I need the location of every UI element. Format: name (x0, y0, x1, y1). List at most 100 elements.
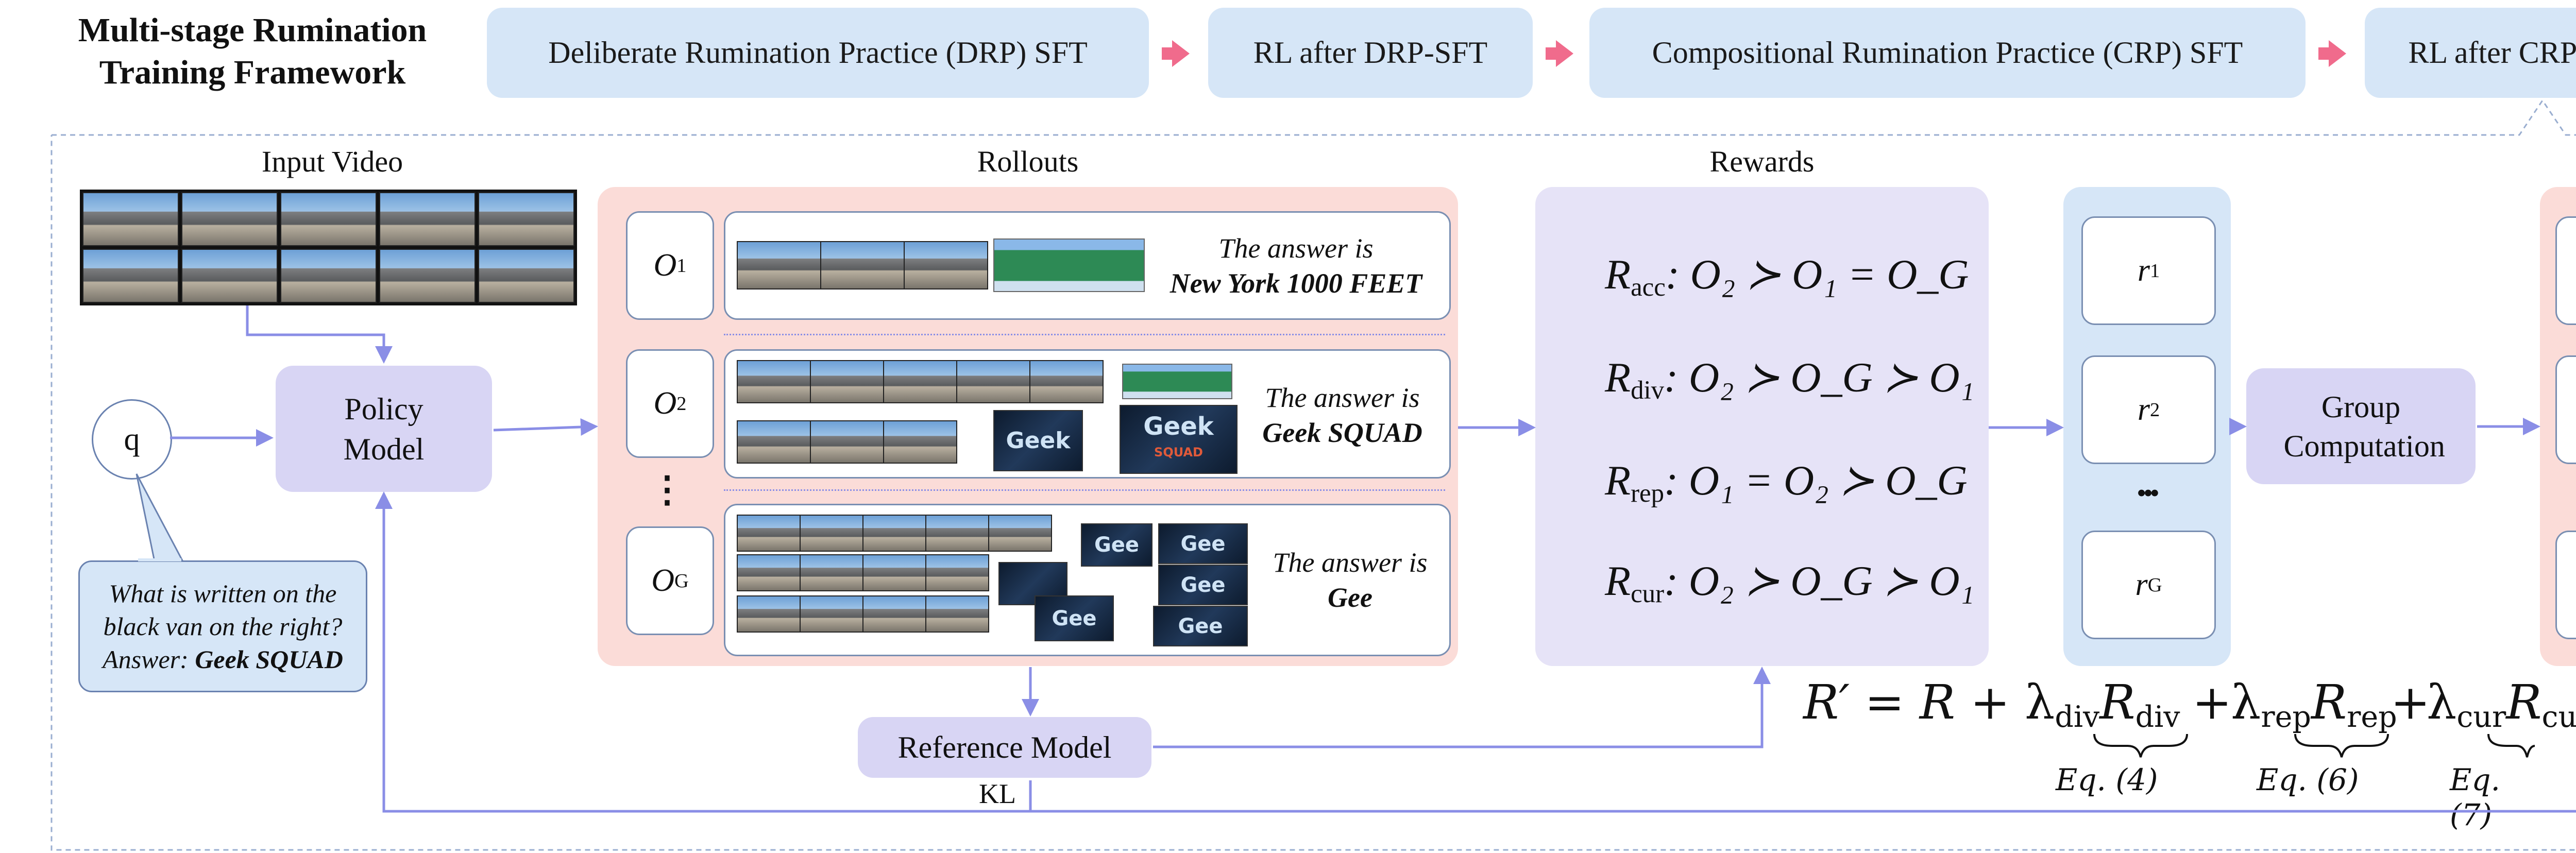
rollout-sign-crop (1122, 364, 1232, 399)
video-frame (181, 249, 278, 303)
rollout-frame (810, 360, 884, 403)
stage-crp-sft[interactable]: Compositional Rumination Practice (CRP) … (1589, 8, 2306, 98)
rollout-frame (925, 554, 989, 591)
rewards-label: Rewards (1709, 145, 1815, 178)
rollout-frame (883, 360, 957, 403)
rollout-van-crop: Gee (1153, 606, 1248, 646)
rollout-van-crop: Gee (1035, 595, 1114, 641)
rollout-van-crop: Geek SQUAD (1120, 405, 1238, 474)
stage-arrow-3-stem (2318, 47, 2329, 60)
question-node: q (92, 399, 172, 480)
arrow-policy-to-rollouts (493, 418, 598, 436)
rollout-card-1[interactable]: The answer is New York 1000 FEET (724, 211, 1451, 320)
stage-rl-after-drp[interactable]: RL after DRP-SFT (1208, 8, 1533, 98)
reward-div: Rdiv: O₂ ≻ O_G ≻ O₁ (1605, 354, 1975, 405)
rollout-card-g[interactable]: Gee Gee Gee Gee Gee The answer is Gee (724, 504, 1451, 656)
video-frame (478, 249, 574, 303)
input-video-frames (80, 190, 577, 305)
stage-arrow-2-stem (1546, 47, 1556, 60)
rollout-van-crop: Gee (1158, 523, 1248, 564)
formula-term-cur-visible: λcurRcur (2427, 675, 2576, 734)
stage-rl-after-crp[interactable]: RL after CRP-SFT (2365, 8, 2576, 98)
rollout-frame (810, 420, 884, 464)
rollout-frame (800, 595, 863, 633)
advantage-2[interactable]: A2 (2555, 355, 2576, 464)
rollout-frame (1029, 360, 1104, 403)
arrow-reference-to-rewards (1153, 667, 1771, 748)
rollout-ellipsis: ⋮ (649, 470, 685, 510)
rollout-frame (737, 515, 801, 552)
formula-plus-1: + (2192, 675, 2232, 730)
stage-drp-sft[interactable]: Deliberate Rumination Practice (DRP) SFT (487, 8, 1149, 98)
rollout-van-crop: Gee (1081, 523, 1153, 567)
formula-lhs: R′ = R + (1803, 675, 2010, 730)
rollout-answer-1: The answer is New York 1000 FEET (1170, 232, 1422, 299)
rollout-frame (737, 241, 821, 289)
rollouts-label: Rollouts (977, 145, 1079, 178)
rollout-van-crop: Gee (1158, 565, 1248, 605)
rollout-frame (956, 360, 1030, 403)
stage-arrow-1-stem (1162, 47, 1172, 60)
rollout-answer-g: The answer is Gee (1273, 547, 1428, 613)
input-video-label: Input Video (261, 145, 403, 178)
formula-eq-7: Eq. (7) (2450, 762, 2500, 832)
rollout-divider (724, 489, 1445, 491)
stage-arrow-1 (1172, 40, 1190, 67)
video-frame (82, 192, 179, 246)
video-frame (181, 192, 278, 246)
rollout-frame (820, 241, 905, 289)
rollout-frame (883, 420, 957, 464)
rollout-frame (988, 515, 1052, 552)
rollout-answer-2: The answer is Geek SQUAD (1262, 382, 1422, 448)
video-frame (379, 192, 476, 246)
formula-eq-4: Eq. (4) (2056, 762, 2158, 797)
video-frame (379, 249, 476, 303)
rollout-frame (862, 595, 926, 633)
formula-braces (2093, 733, 2535, 758)
policy-model[interactable]: Policy Model (276, 366, 492, 492)
rollout-frame (862, 515, 926, 552)
rollout-frame (925, 595, 989, 633)
reward-score-ellipsis: ••• (2137, 480, 2159, 507)
rollout-card-2[interactable]: Geek Geek SQUAD The answer is Geek SQUAD (724, 349, 1451, 479)
arrow-video-to-policy (246, 305, 393, 364)
rollout-frame (925, 515, 989, 552)
reference-model[interactable]: Reference Model (858, 717, 1151, 778)
reward-formula: R′ = R + λdivRdiv + λrepRrep + λcurRcur … (1803, 675, 2576, 832)
kl-label: KL (979, 778, 1016, 809)
formula-plus-2: + (2391, 675, 2431, 730)
stage-arrow-3 (2329, 40, 2346, 67)
group-computation[interactable]: Group Computation (2246, 368, 2476, 484)
rollout-frame (904, 241, 988, 289)
question-callout: What is written on the black van on the … (78, 560, 367, 692)
video-frame (478, 192, 574, 246)
formula-term-div: λdivRdiv (2025, 675, 2180, 734)
rollout-frame (862, 554, 926, 591)
rollout-divider (724, 334, 1445, 335)
stage-arrow-2 (1556, 40, 1573, 67)
advantage-1[interactable]: A1 (2555, 216, 2576, 325)
advantage-g[interactable]: AG (2555, 531, 2576, 639)
framework-title: Multi-stage Rumination Training Framewor… (78, 11, 427, 91)
formula-eq-6: Eq. (6) (2257, 762, 2359, 797)
rewards-panel (1535, 187, 1989, 666)
rollout-van-crop: Geek (993, 410, 1083, 471)
video-frame (280, 192, 377, 246)
rollout-frame (737, 420, 811, 464)
rollout-frame (737, 554, 801, 591)
reward-rep: Rrep: O₁ = O₂ ≻ O_G (1605, 457, 1968, 508)
rollout-sign-crop (993, 238, 1145, 292)
video-frame (82, 249, 179, 303)
arrow-advantages-to-policy (375, 491, 2576, 813)
reward-acc: Racc: O₂ ≻ O₁ = O_G (1605, 251, 1969, 302)
reward-cur: Rcur: O₂ ≻ O_G ≻ O₁ (1605, 557, 1975, 608)
formula-term-rep: λrepRrep (2231, 675, 2397, 734)
video-frame (280, 249, 377, 303)
